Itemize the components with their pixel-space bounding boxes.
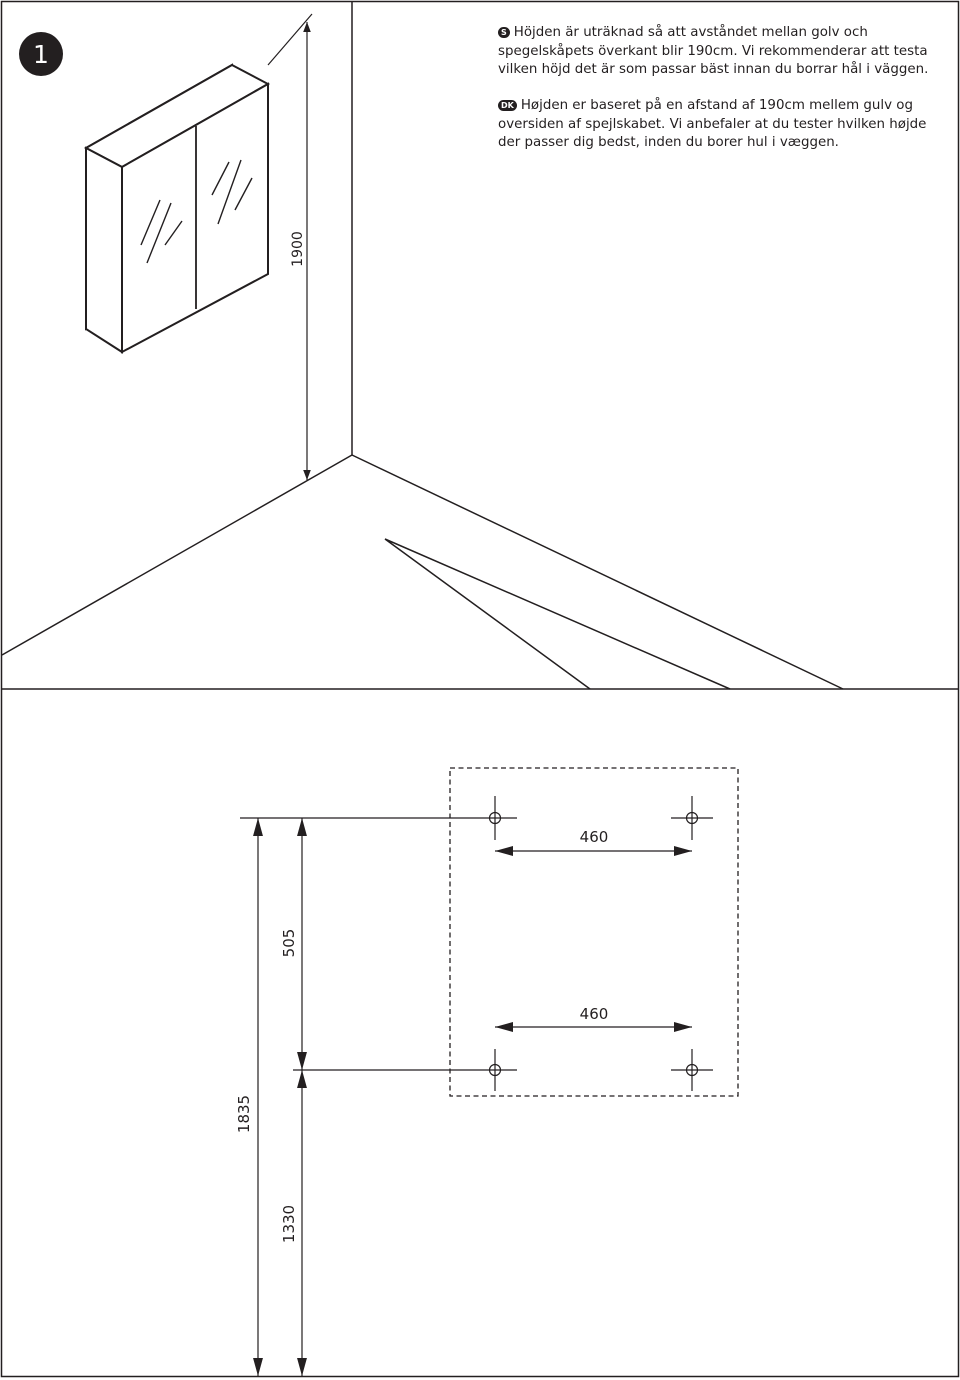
bottom-spacing-dimension: 460	[495, 1005, 692, 1032]
cabinet-side-edge	[85, 146, 123, 354]
step-badge: 1	[19, 32, 63, 76]
instruction-text-se: Höjden är uträknad så att avståndet mell…	[498, 25, 929, 77]
floor-line-right	[351, 454, 844, 690]
total-height-dimension: 1835	[235, 818, 263, 1376]
step-number: 1	[33, 40, 49, 69]
floor-line-left	[1, 454, 353, 656]
extension-line	[267, 13, 313, 66]
total-height-label: 1835	[235, 1095, 253, 1133]
drill-holes	[474, 796, 713, 1091]
room-corner	[1, 2, 844, 690]
top-spacing-dimension: 460	[495, 828, 692, 856]
drill-hole-top-left	[474, 796, 517, 840]
cabinet-outline	[449, 767, 739, 1097]
language-badge-dk: DK	[498, 100, 517, 111]
mirror-glare-left	[140, 199, 183, 264]
drill-hole-bottom-left	[474, 1049, 517, 1091]
lower-hole-height-dimension: 1330	[280, 1070, 307, 1376]
drill-hole-top-right	[671, 796, 713, 840]
mirror-cabinet	[83, 63, 271, 354]
language-badge-se: S	[498, 27, 510, 38]
instruction-text-dk: Højden er baseret på en afstand af 190cm…	[498, 98, 927, 150]
lower-hole-height-label: 1330	[280, 1205, 298, 1243]
mirror-glare-right	[211, 159, 253, 225]
top-spacing-label: 460	[580, 828, 609, 846]
height-label: 1900	[290, 231, 306, 267]
floor-shadow	[384, 538, 731, 690]
hole-spacing-dimension: 505	[280, 818, 307, 1070]
height-dimension: 1900	[267, 13, 313, 480]
bottom-spacing-label: 460	[580, 1005, 609, 1023]
drill-hole-bottom-right	[671, 1049, 713, 1091]
hole-spacing-label: 505	[280, 929, 298, 958]
